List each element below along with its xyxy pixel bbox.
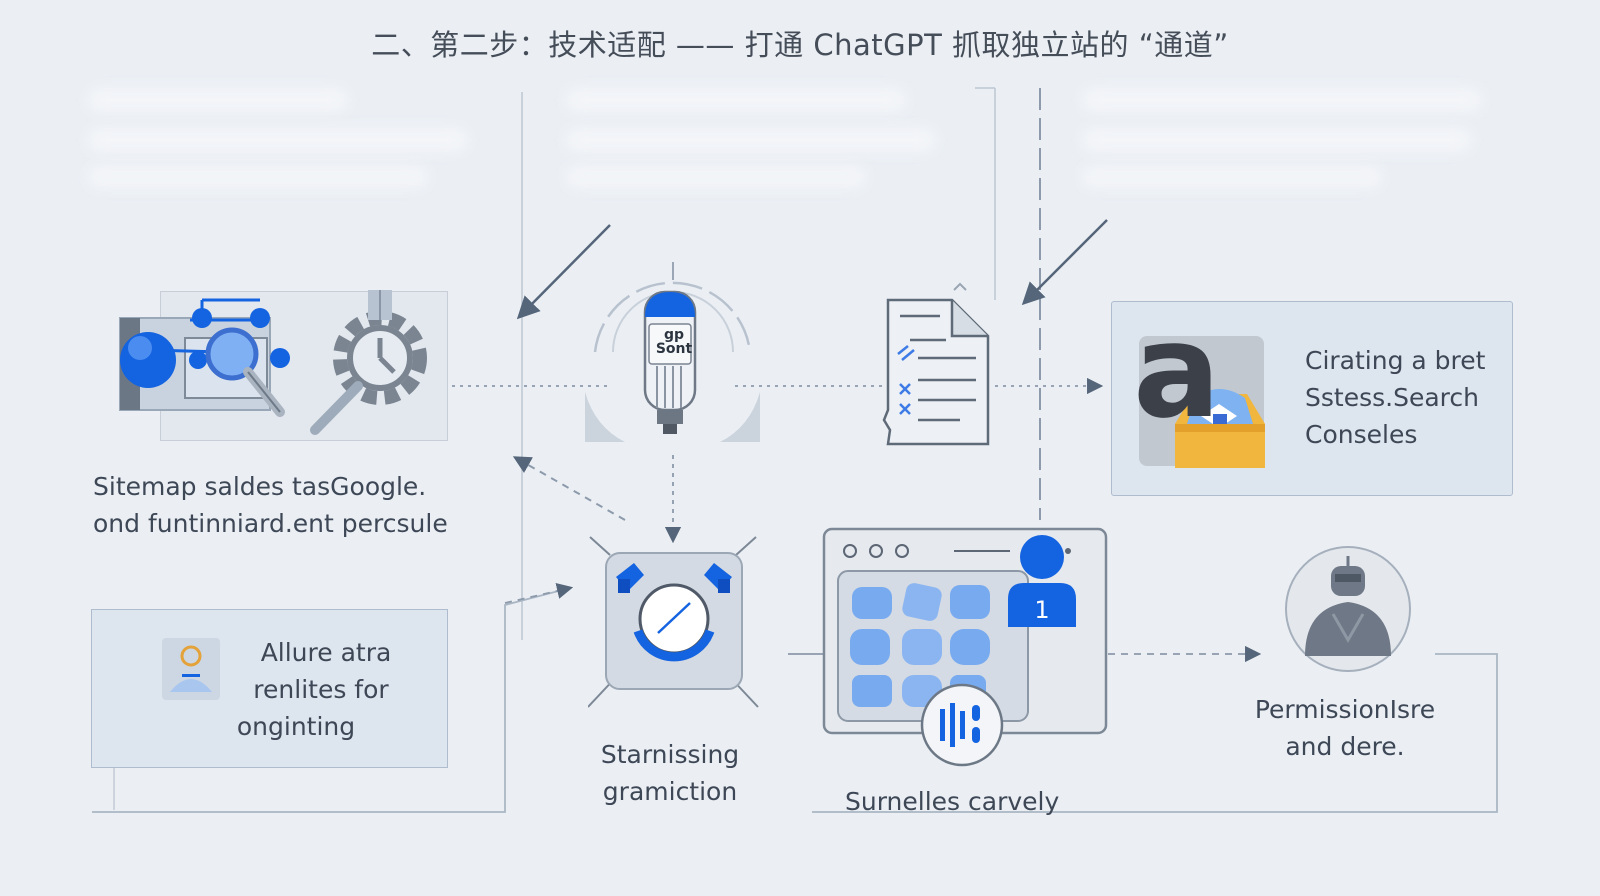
capsule-chip-line1: gp bbox=[663, 327, 685, 343]
search-console-logo-letter: a bbox=[1133, 295, 1221, 447]
gauge-dial-icon bbox=[588, 536, 759, 708]
blurred-text-bar bbox=[88, 88, 348, 112]
browser-user-badge: 1 bbox=[1034, 596, 1050, 624]
capsule-chip: gp Sont bbox=[651, 328, 697, 356]
search-console-line2: Sstess.Search bbox=[1305, 383, 1479, 412]
blurred-text-bar bbox=[88, 128, 468, 152]
blurred-text-bar bbox=[1082, 166, 1382, 188]
permission-label: PermissionIsre and dere. bbox=[1225, 691, 1465, 765]
capsule-chip-line2: Sont bbox=[655, 341, 693, 357]
robot-avatar-icon bbox=[1285, 546, 1411, 672]
blurred-text-bar bbox=[566, 88, 906, 112]
permission-line1: PermissionIsre bbox=[1254, 695, 1436, 724]
blurred-text-bar bbox=[88, 166, 428, 188]
document-checklist-icon bbox=[882, 282, 990, 446]
allure-card bbox=[91, 609, 448, 768]
page-title: 二、第二步：技术适配 —— 打通 ChatGPT 抓取独立站的 “通道” bbox=[371, 28, 1229, 62]
blurred-text-bar bbox=[1082, 128, 1472, 152]
search-console-line1: Cirating a bret bbox=[1305, 346, 1486, 375]
allure-line2: renlites for bbox=[253, 675, 389, 704]
browser-caption: Surnelles carvely bbox=[845, 787, 1060, 816]
allure-line3: onginting bbox=[236, 712, 356, 741]
gauge-line2: gramiction bbox=[602, 777, 738, 806]
blurred-text-bar bbox=[566, 128, 936, 152]
permission-line2: and dere. bbox=[1285, 732, 1405, 761]
capsule-bulb-icon bbox=[585, 262, 760, 442]
browser-window-icon bbox=[822, 527, 1108, 767]
blurred-text-bar bbox=[1082, 88, 1482, 112]
allure-line1: Allure atra bbox=[260, 638, 392, 667]
sitemap-label: Sitemap saldes tasGoogle. ond funtinniar… bbox=[93, 468, 473, 542]
gauge-line1: Starnissing bbox=[600, 740, 740, 769]
blurred-text-bar bbox=[566, 166, 866, 188]
search-console-label: Cirating a bret Sstess.Search Conseles bbox=[1305, 342, 1505, 453]
gauge-label: Starnissing gramiction bbox=[570, 736, 770, 810]
user-profile-icon bbox=[162, 638, 220, 700]
sitemap-label-line1: Sitemap saldes tasGoogle. bbox=[93, 472, 427, 501]
inbox-envelope-icon bbox=[1175, 389, 1265, 468]
sitemap-label-line2: ond funtinniard.ent percsule bbox=[93, 509, 448, 538]
allure-label: Allure atra renlites for onginting bbox=[195, 634, 427, 745]
search-console-line3: Conseles bbox=[1305, 420, 1418, 449]
sitemap-network-icon bbox=[119, 290, 427, 435]
